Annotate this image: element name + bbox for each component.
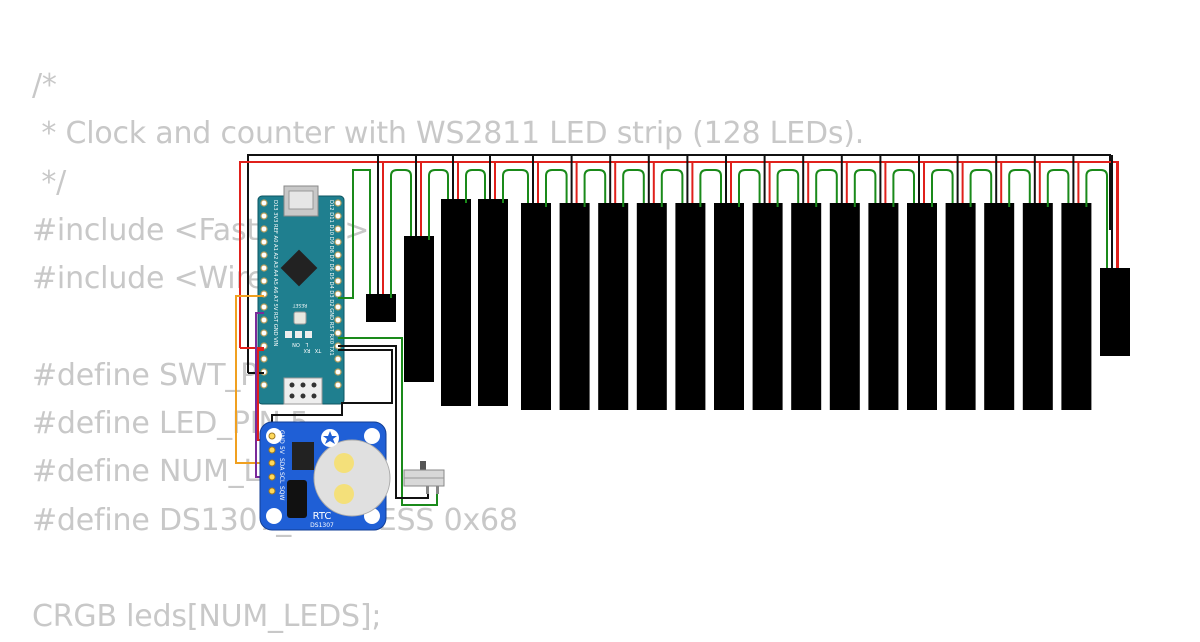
reset-button[interactable] [293, 311, 307, 325]
led-strip-segment[interactable] [945, 203, 976, 410]
led-strip-segment[interactable] [752, 203, 783, 410]
arduino-bottom-pin-labels: D13 3V3 REF A0 A1 A2 A3 A4 A5 A6 A7 5V R… [272, 200, 278, 346]
led-data-wire [502, 169, 529, 207]
code-line: CRGB leds[NUM_LEDS]; [32, 599, 382, 635]
led-data-wire [660, 169, 684, 207]
orange-a4-wire [235, 295, 272, 464]
green-d2-switch-wire [338, 337, 438, 506]
led-data-wire [545, 169, 568, 207]
led-strip-segment[interactable] [404, 236, 434, 382]
led-data-wire [699, 169, 722, 207]
led-strip-segment[interactable] [714, 203, 744, 410]
led-strip-segment[interactable] [441, 199, 471, 406]
led-data-wire [428, 169, 449, 240]
arduino-top-pin-labels: D12 D11 D10 D9 D8 D7 D6 D5 D4 D3 D2 GND … [328, 200, 334, 356]
led-data-wire [1008, 169, 1031, 207]
led-data-wire [465, 169, 486, 203]
led-rx-label: RX [303, 347, 310, 353]
led-strip-segment[interactable] [598, 203, 629, 410]
rtc-pin-5v-label: 5V [278, 446, 285, 455]
green-d5-data-wire [338, 169, 371, 299]
led-strip-segment[interactable] [521, 203, 551, 410]
reset-label: RESET [293, 302, 308, 308]
led-strip-segment[interactable] [791, 203, 822, 410]
microcontroller-chip [280, 249, 318, 287]
led-data-wire [390, 169, 412, 298]
rtc-pin-scl-label: SCL [278, 472, 285, 484]
led-strip-segment[interactable] [636, 203, 667, 410]
led-data-wire [738, 169, 761, 207]
led-data-wire [815, 169, 838, 207]
code-line: /* [32, 68, 57, 103]
rtc-title: RTC [313, 511, 332, 522]
led-data-wire [969, 169, 993, 207]
rtc-pin-gnd-label: GND [278, 430, 285, 444]
led-data-wire [1085, 169, 1108, 272]
led-strip [366, 155, 1130, 410]
code-line: * Clock and counter with WS2811 LED stri… [32, 116, 865, 152]
black-gnd-bus-wire [247, 154, 1111, 373]
adafruit-logo-icon [321, 429, 339, 447]
led-strip-segment[interactable] [478, 199, 508, 406]
led-strip-segment[interactable] [868, 203, 899, 410]
led-on-label: ON [292, 341, 300, 347]
led-tx-label: TX [314, 347, 322, 353]
rtc-pin-sda-label: SDA [278, 458, 285, 471]
coin-cell-holder [313, 439, 391, 517]
rtc-pin-sqw-label: SQW [278, 486, 285, 501]
black-rtc-gnd-wire [271, 349, 393, 436]
led-strip-segment[interactable] [559, 203, 590, 410]
rtc-pin-labels: GND 5V SDA SCL SQW [278, 430, 285, 501]
led-data-wire [622, 169, 645, 207]
led-l-label: L [305, 341, 308, 347]
led-data-wire [1046, 169, 1070, 207]
led-strip-segment[interactable] [366, 294, 396, 322]
rtc-pins [268, 432, 276, 495]
led-strip-segment[interactable] [1100, 268, 1130, 356]
led-strip-segment[interactable] [1061, 203, 1092, 410]
code-line: #define DS1307_ADDRESS 0x68 [32, 502, 518, 538]
led-data-wire [931, 169, 954, 207]
led-strip-segment[interactable] [829, 203, 860, 410]
led-data-wire [892, 169, 915, 207]
led-data-wire [583, 169, 607, 207]
rtc-model-label: DS1307 [310, 522, 334, 529]
arduino-nano-board[interactable]: D12 D11 D10 D9 D8 D7 D6 D5 D4 D3 D2 GND … [257, 185, 345, 405]
arduino-top-pins [334, 199, 342, 389]
code-line: */ [32, 164, 67, 200]
slide-switch[interactable] [403, 461, 445, 494]
led-strip-segment[interactable] [907, 203, 937, 410]
icsp-header [283, 377, 323, 405]
led-strip-segment[interactable] [675, 203, 706, 410]
rtc-chip [292, 442, 314, 470]
led-strip-segment[interactable] [984, 203, 1015, 410]
arduino-bottom-pins [260, 199, 268, 389]
led-strip-segment[interactable] [1022, 203, 1053, 410]
rtc-ds1307-module[interactable]: GND 5V SDA SCL SQW RTC DS1307 [259, 421, 391, 531]
rtc-crystal [287, 480, 307, 518]
led-data-wire [776, 169, 800, 207]
led-data-wire [853, 169, 877, 207]
